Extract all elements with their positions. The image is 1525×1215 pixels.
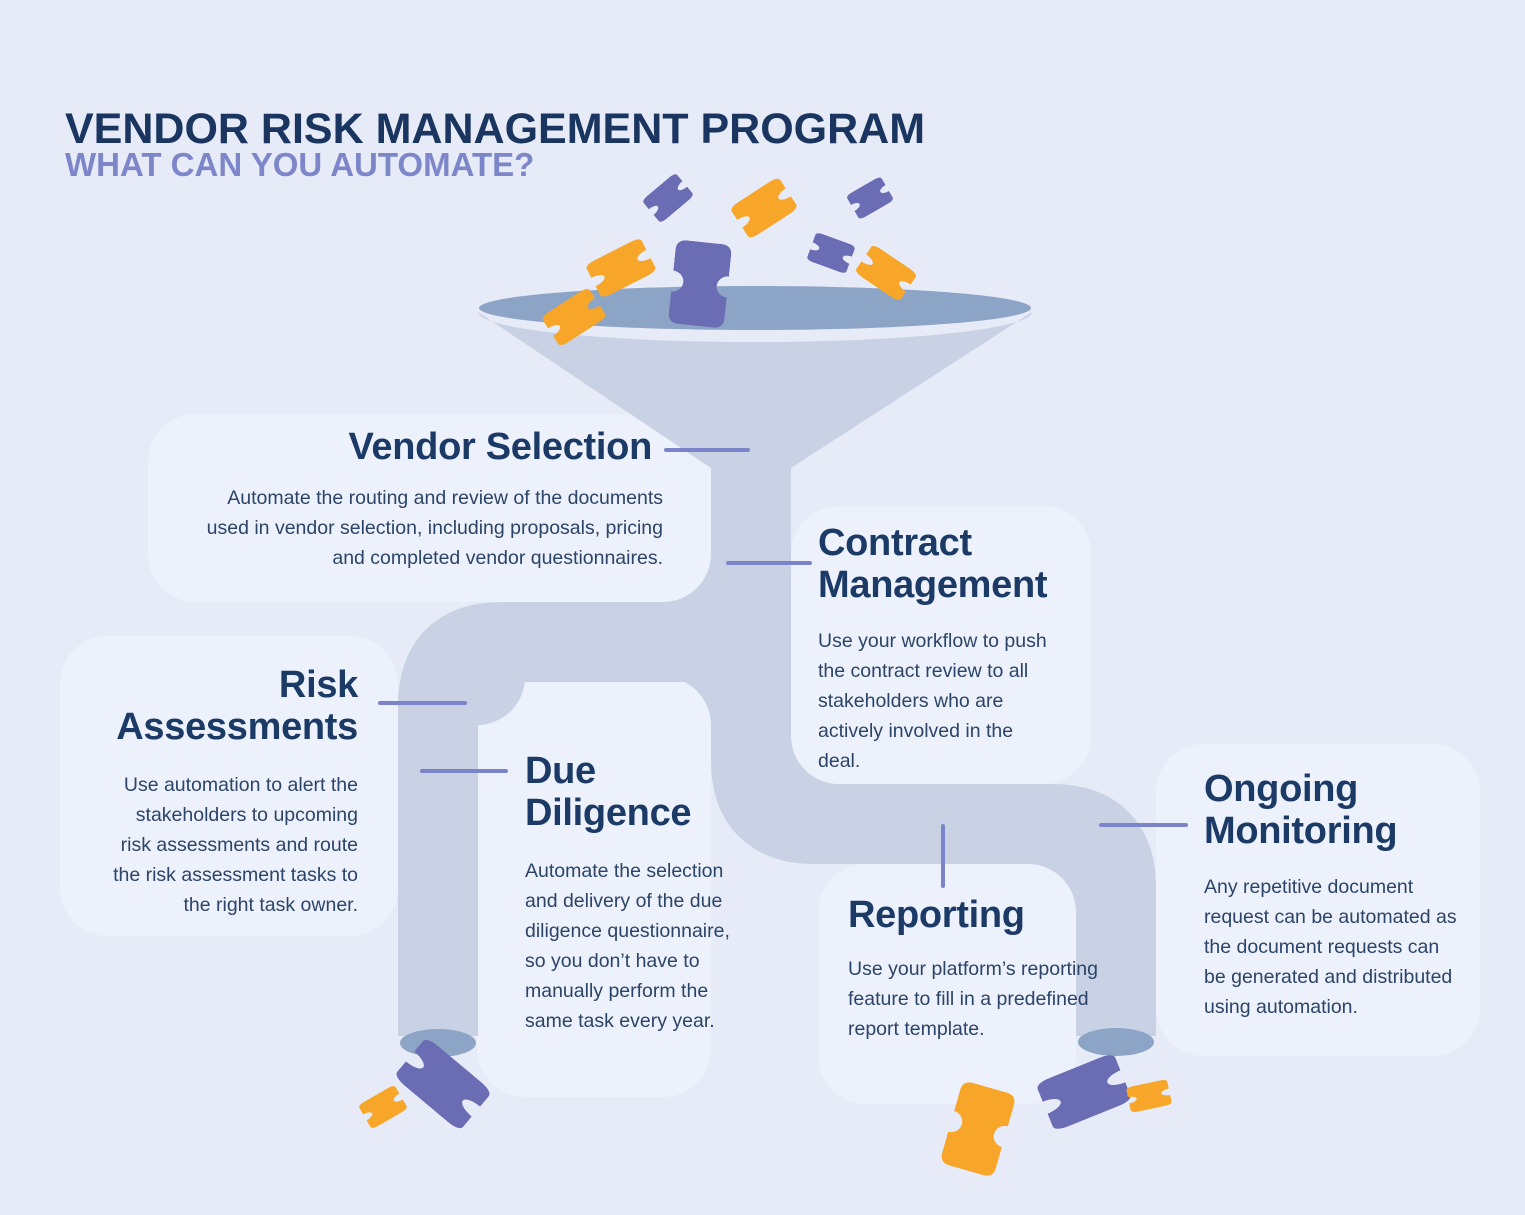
reporting-connector-line xyxy=(941,824,945,888)
contract-management-description: Use your workflow to push the contract r… xyxy=(818,630,1047,772)
ongoing-monitoring-title: Ongoing Monitoring xyxy=(1204,768,1398,852)
pipe-fillet xyxy=(663,554,711,602)
due-diligence-title: Due Diligence xyxy=(525,750,692,834)
funnel-cone xyxy=(478,312,1032,468)
reporting-description: Use your platform’s reporting feature to… xyxy=(848,958,1098,1040)
contract-management-connector-line xyxy=(726,561,812,565)
pipe-fillet xyxy=(477,677,525,725)
vendor-selection-description: Automate the routing and review of the d… xyxy=(206,487,663,569)
pipe-fillet xyxy=(791,736,839,784)
ongoing-monitoring-connector-line xyxy=(1099,823,1188,827)
panel-contract-management xyxy=(791,506,1091,784)
panel-due-diligence xyxy=(477,677,711,1097)
pipe-fillet xyxy=(663,677,711,725)
due-diligence-description: Automate the selection and delivery of t… xyxy=(525,860,730,1032)
risk-assessments-description: Use automation to alert the stakeholders… xyxy=(113,774,358,916)
page-subtitle: WHAT CAN YOU AUTOMATE? xyxy=(65,146,535,183)
panel-vendor-selection xyxy=(148,414,711,602)
pipe-fillet xyxy=(1028,864,1076,912)
panel-ongoing-monitoring xyxy=(1156,744,1480,1056)
panel-reporting xyxy=(818,864,1076,1104)
risk-assessments-title: Risk Assessments xyxy=(116,664,358,748)
ticket-icon xyxy=(668,239,732,328)
ongoing-monitoring-description: Any repetitive document request can be a… xyxy=(1204,876,1457,1018)
contract-management-title: Contract Management xyxy=(818,522,1048,606)
reporting-title: Reporting xyxy=(848,894,1025,936)
pipe-main xyxy=(711,432,1156,1036)
due-diligence-connector-line xyxy=(420,769,508,773)
vendor-selection-connector-line xyxy=(664,448,750,452)
pipe-outlet-right xyxy=(1078,1028,1154,1056)
panel-risk-assessments xyxy=(60,636,398,936)
pipe-branch xyxy=(398,602,790,1036)
page-title: VENDOR RISK MANAGEMENT PROGRAM xyxy=(65,104,926,153)
vendor-selection-title: Vendor Selection xyxy=(348,426,652,468)
risk-assessments-connector-line xyxy=(378,701,467,705)
